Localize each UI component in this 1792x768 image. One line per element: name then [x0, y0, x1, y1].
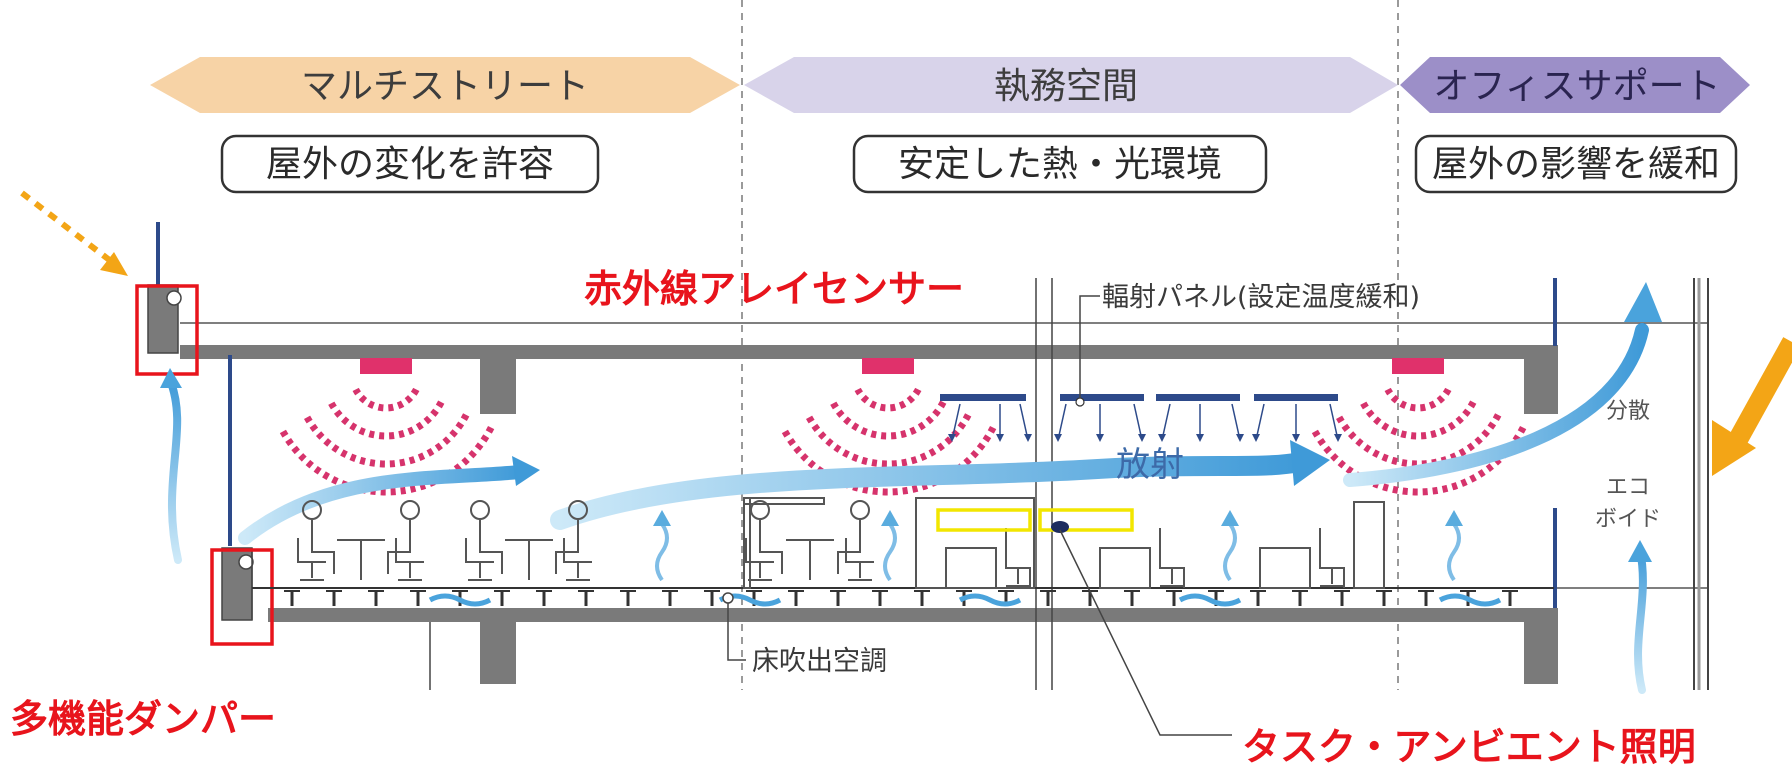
radiation-arrowhead [1158, 434, 1166, 442]
radiation-arrowhead [1334, 434, 1342, 442]
sun-arrow-left [20, 190, 128, 276]
underfloor-air [958, 593, 1022, 607]
sensor-wave-arc [854, 387, 922, 412]
radiation-arrowhead [996, 434, 1004, 442]
policy-box-allow-outdoor-change: 屋外の変化を許容 [220, 134, 600, 194]
occupants-and-furniture [297, 500, 1345, 589]
radiation-arrowhead [1096, 434, 1104, 442]
sensor-wave-arc [327, 400, 445, 440]
zone-header-multi-street: マルチストリート [150, 57, 740, 113]
airflow-arrows [160, 282, 1662, 694]
partitions [743, 497, 1385, 589]
rising-air-head [1445, 510, 1463, 526]
rising-air-head [653, 510, 671, 526]
desk [945, 547, 997, 589]
eco-void-line-1: 分散 [1606, 399, 1650, 424]
beams [480, 358, 1558, 684]
multi-damper-label: 多機能ダンパー [10, 697, 276, 741]
radiation-arrowhead [1236, 434, 1244, 442]
radiation-arrowhead [1138, 434, 1146, 442]
zone-header-office-support: オフィスサポート [1400, 57, 1750, 113]
table [337, 539, 385, 580]
sensor-wave-arc [1359, 400, 1477, 440]
task-ambient-callout: タスク・アンビエント照明 [1059, 529, 1696, 768]
radiation-arrowhead [1054, 434, 1062, 442]
eco-void-label: 分散 エコ ボイド [1595, 399, 1661, 532]
table [505, 539, 553, 580]
sun-arrow-right [1712, 337, 1792, 476]
seated-person [837, 500, 874, 581]
sensor-wave-arc [829, 400, 947, 440]
policy-label: 安定した熱・光環境 [898, 144, 1222, 185]
infrared-sensor-label: 赤外線アレイセンサー [584, 267, 964, 311]
rising-air-head [1221, 510, 1239, 526]
radiation-label: 放射 [1116, 445, 1184, 485]
rising-air [1447, 522, 1461, 582]
rising-air-head [881, 510, 899, 526]
seated-person [555, 500, 592, 581]
radiant-panels [940, 394, 1342, 442]
sensor-wave-arc [277, 425, 495, 496]
radiation-arrowhead [1196, 434, 1204, 442]
underfloor-air [1438, 593, 1502, 607]
office-chair [1005, 528, 1031, 588]
sensor-3 [1392, 358, 1444, 374]
damper-highlight-lower [210, 548, 274, 646]
office-chair [1319, 528, 1345, 588]
eco-void-line-2: エコ [1606, 475, 1650, 500]
radiation-arrowhead [948, 434, 956, 442]
floor-ac-label: 床吹出空調 [752, 646, 887, 677]
desk [1259, 547, 1311, 589]
desk [1099, 547, 1151, 589]
sensor-wave-arc [302, 413, 470, 468]
eco-void-line-3: ボイド [1595, 507, 1661, 532]
seated-person [387, 500, 424, 581]
policy-label: 屋外の影響を緩和 [1432, 144, 1720, 185]
sensor-wave-arc [779, 425, 997, 496]
seated-person [297, 500, 335, 581]
task-light-dot [1051, 521, 1069, 533]
facade-left [147, 222, 254, 621]
task-ambient-label: タスク・アンビエント照明 [1242, 725, 1696, 768]
sensor-wave-arc [1309, 425, 1527, 496]
upper-slab [180, 322, 1708, 359]
zone-label: 執務空間 [994, 66, 1138, 107]
zone-label: オフィスサポート [1433, 66, 1720, 107]
radiant-panel-callout: 輻射パネル(設定温度緩和) [1079, 282, 1420, 398]
policy-box-stable-environment: 安定した熱・光環境 [852, 134, 1268, 194]
sensor-wave-arc [352, 387, 420, 412]
radiation-arrowhead [1252, 434, 1260, 442]
rising-air [883, 522, 897, 582]
infrared-sensors [360, 358, 1444, 374]
rising-air [655, 522, 669, 582]
seated-person [745, 500, 783, 581]
floor-ac-callout: 床吹出空調 [722, 592, 887, 677]
underfloor-air [428, 593, 492, 607]
zone-header-office-space: 執務空間 [744, 57, 1398, 113]
radiation-arrowhead [1292, 434, 1300, 442]
raised-floor [252, 587, 1554, 606]
sensor-2 [862, 358, 914, 374]
seated-person [465, 500, 503, 581]
zone-label: マルチストリート [301, 66, 589, 107]
sensor-wave-arc [1384, 387, 1452, 412]
radiation-arrowhead [1024, 434, 1032, 442]
policy-label: 屋外の変化を許容 [266, 144, 554, 185]
task-light-2 [1038, 508, 1134, 532]
rising-air [1223, 522, 1237, 582]
policy-box-mitigate-outdoor: 屋外の影響を緩和 [1414, 134, 1738, 194]
sensor-1 [360, 358, 412, 374]
table [786, 539, 834, 580]
task-light-1 [936, 508, 1032, 532]
radiant-panel-label: 輻射パネル(設定温度緩和) [1102, 282, 1420, 313]
underfloor-air [1178, 593, 1242, 607]
columns [429, 278, 1709, 690]
office-chair [1159, 528, 1185, 588]
sensor-detection-waves [277, 387, 1527, 496]
sensor-wave-arc [804, 413, 972, 468]
